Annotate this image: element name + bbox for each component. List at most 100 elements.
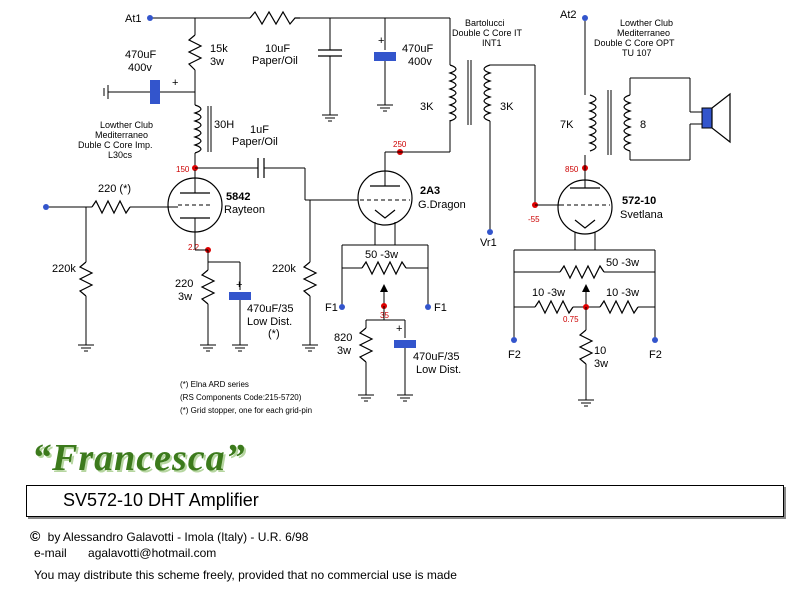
- resistor-820: [358, 327, 374, 363]
- r15k-value: 15k: [210, 43, 228, 55]
- email-address[interactable]: agalavotti@hotmail.com: [88, 546, 217, 560]
- resistor-220-cathode: [200, 269, 216, 305]
- r10-left-label: 10 -3w: [532, 287, 565, 299]
- choke-l3: Duble C Core Imp.: [78, 140, 153, 150]
- it-primary: [448, 64, 457, 122]
- tube-57210-type: 572-10: [622, 195, 656, 207]
- c470-35-mid-value: 470uF/35: [413, 351, 459, 363]
- choke-value: 30H: [214, 119, 234, 131]
- input-terminal: [43, 204, 49, 210]
- note-elna: (*) Elna ARD series: [180, 380, 249, 389]
- svg-text:+: +: [172, 77, 178, 89]
- r220-grid-label: 220 (*): [98, 183, 131, 195]
- credit-line: © by Alessandro Galavotti - Imola (Italy…: [30, 528, 308, 544]
- f1-right-terminal: [425, 304, 431, 310]
- opt-sec-label: 8: [640, 119, 646, 131]
- tube-2a3-brand: G.Dragon: [418, 199, 466, 211]
- note-grid-stopper: (*) Grid stopper, one for each grid-pin: [180, 406, 312, 415]
- tube-2a3-type: 2A3: [420, 185, 440, 197]
- f2-left-label: F2: [508, 349, 521, 361]
- project-name: “Francesca”: [32, 437, 246, 479]
- at2-terminal: [582, 15, 588, 21]
- it-l3: INT1: [482, 38, 502, 48]
- schematic: At1 15k 3w 470uF 400v + 10uF Paper/Oil +…: [43, 9, 731, 415]
- cap-470-left: [150, 80, 160, 104]
- c10uf-type: Paper/Oil: [252, 55, 298, 67]
- r220k-left-label: 220k: [52, 263, 76, 275]
- pot-50-mid-label: 50 -3w: [365, 249, 398, 261]
- at1-label: At1: [125, 13, 142, 25]
- f1-left-label: F1: [325, 302, 338, 314]
- email-label: e-mail: [34, 546, 67, 560]
- resistor-top: [249, 10, 300, 26]
- it-prim-label: 3K: [420, 101, 434, 113]
- opt-l2: Mediterraneo: [617, 28, 670, 38]
- resistor-10-right: [599, 299, 639, 315]
- svg-text:+: +: [378, 35, 384, 47]
- credit-text: by Alessandro Galavotti - Imola (Italy) …: [47, 530, 309, 544]
- cap-470-35-left: [229, 292, 251, 300]
- opt-secondary: [623, 94, 632, 152]
- speaker-cone: [711, 92, 731, 144]
- model-title: SV572-10 DHT Amplifier: [63, 490, 259, 510]
- r10-bottom-value: 10: [594, 345, 606, 357]
- tube-5842-brand: Rayteon: [224, 204, 265, 216]
- b-plus-rail: [150, 10, 451, 65]
- f1-right-label: F1: [434, 302, 447, 314]
- c470-left-value: 470uF: [125, 49, 156, 61]
- pot-50-mid: [361, 260, 407, 276]
- r15k-power: 3w: [210, 56, 224, 68]
- pot-50-right: [559, 264, 605, 280]
- v150-label: 150: [176, 165, 190, 174]
- v-55-label: -55: [528, 215, 540, 224]
- f2-right-label: F2: [649, 349, 662, 361]
- cap-470-mid: [374, 52, 396, 61]
- f2-left-terminal: [511, 337, 517, 343]
- c10uf-value: 10uF: [265, 43, 290, 55]
- choke-coil: [193, 104, 202, 154]
- r10-bottom-power: 3w: [594, 358, 608, 370]
- speaker-icon: [701, 107, 713, 129]
- choke-l1: Lowther Club: [100, 120, 153, 130]
- email-line: e-mail agalavotti@hotmail.com: [34, 546, 216, 560]
- c470-mid-voltage: 400v: [408, 56, 432, 68]
- r220k-mid-label: 220k: [272, 263, 296, 275]
- opt-l3: Double C Core OPT: [594, 38, 675, 48]
- c1uf-type: Paper/Oil: [232, 136, 278, 148]
- v850-label: 850: [565, 165, 579, 174]
- it-l1: Bartolucci: [465, 18, 505, 28]
- at1-terminal: [147, 15, 153, 21]
- r820-power: 3w: [337, 345, 351, 357]
- choke-l4: L30cs: [108, 150, 133, 160]
- c1uf-value: 1uF: [250, 124, 269, 136]
- r220-cathode-power: 3w: [178, 291, 192, 303]
- at2-label: At2: [560, 9, 577, 21]
- c470-left-voltage: 400v: [128, 62, 152, 74]
- opt-l1: Lowther Club: [620, 18, 673, 28]
- r10-right-label: 10 -3w: [606, 287, 639, 299]
- v2-2-label: 2.2: [188, 243, 200, 252]
- resistor-220-grid: [91, 199, 131, 215]
- tube-57210-brand: Svetlana: [620, 209, 664, 221]
- opt-l4: TU 107: [622, 48, 652, 58]
- c470-35-mid-type: Low Dist.: [416, 364, 461, 376]
- c470-35-left-type: Low Dist.: [247, 316, 292, 328]
- f1-left-terminal: [339, 304, 345, 310]
- svg-text:+: +: [396, 323, 402, 335]
- f2-right-terminal: [652, 337, 658, 343]
- c470-mid-value: 470uF: [402, 43, 433, 55]
- r220-cathode-value: 220: [175, 278, 193, 290]
- copyright-icon: ©: [30, 528, 41, 544]
- it-l2: Double C Core IT: [452, 28, 523, 38]
- resistor-220k-mid: [302, 261, 318, 297]
- choke-l2: Mediterraneo: [95, 130, 148, 140]
- opt-primary: [588, 94, 597, 152]
- title-box: SV572-10 DHT Amplifier: [26, 485, 784, 517]
- vr1-label: Vr1: [480, 237, 497, 249]
- resistor-10-left: [534, 299, 574, 315]
- it-secondary: [483, 64, 492, 122]
- resistor-10-bottom: [578, 329, 594, 365]
- c470-35-left-value: 470uF/35: [247, 303, 293, 315]
- it-sec-label: 3K: [500, 101, 514, 113]
- distribution-notice: You may distribute this scheme freely, p…: [34, 568, 457, 582]
